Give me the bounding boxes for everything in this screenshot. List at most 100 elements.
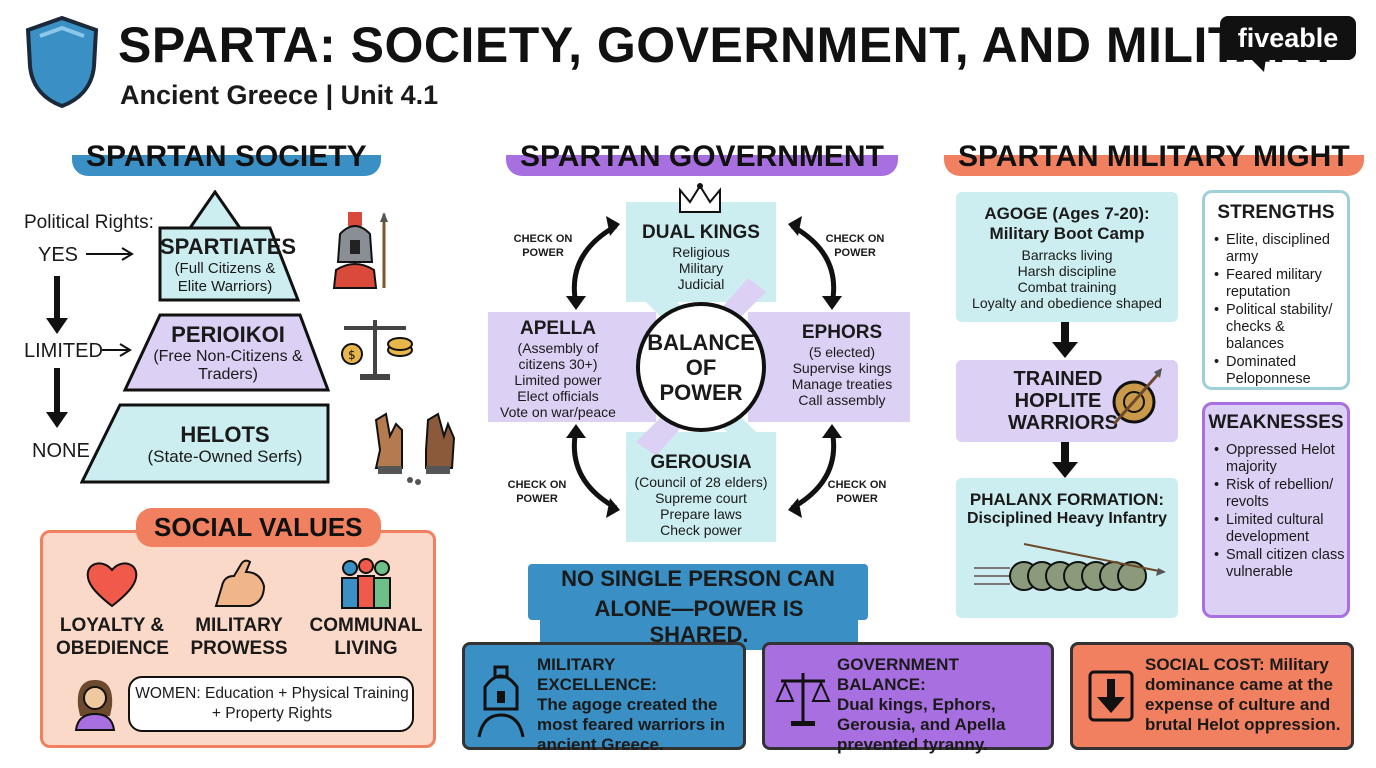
- down-arrow-icon: [1088, 670, 1134, 722]
- weaknesses-title: WEAKNESSES: [1208, 412, 1344, 433]
- group-people-icon: [341, 558, 391, 609]
- rights-level-limited: LIMITED: [24, 340, 103, 362]
- society-section-title: SPARTAN SOCIETY: [72, 138, 381, 176]
- summary-military-excellence: MILITARY EXCELLENCE: The agoge created t…: [462, 642, 746, 754]
- agoge-subtitle: Military Boot Camp: [989, 224, 1145, 243]
- shield-icon: [22, 14, 102, 110]
- gov-ephors-line: Call assembly: [798, 392, 886, 408]
- weakness-item: Oppressed Helot majority: [1214, 442, 1346, 476]
- check-arrows: [566, 216, 842, 518]
- gov-apella-name: APELLA: [520, 318, 596, 339]
- tier-name: SPARTIATES: [160, 234, 297, 259]
- gov-ephors-line: Supervise kings: [792, 360, 892, 376]
- strength-item: Political stability/ checks & balances: [1214, 302, 1346, 353]
- weakness-item: Risk of rebellion/ revolts: [1214, 477, 1346, 511]
- phalanx-title: PHALANX FORMATION:: [969, 490, 1165, 509]
- rights-level-none: NONE: [32, 440, 90, 462]
- fiveable-logo[interactable]: fiveable: [1220, 16, 1356, 60]
- gov-gerousia-name: GEROUSIA: [650, 452, 752, 473]
- value-communal-living: COMMUNAL LIVING: [309, 615, 423, 659]
- spartan-warrior-icon: [477, 665, 525, 738]
- page-title: SPARTA: SOCIETY, GOVERNMENT, AND MILITAR…: [118, 17, 1341, 73]
- gov-dual-kings-line: Judicial: [677, 276, 725, 292]
- gov-ephors: EPHORS (5 elected) Supervise kings Manag…: [772, 322, 912, 408]
- gov-dual-kings-line: Religious: [672, 244, 730, 260]
- broken-shackles-icon: [374, 412, 456, 485]
- gov-gerousia: GEROUSIA (Council of 28 elders) Supreme …: [626, 452, 776, 538]
- logo-tail: [1250, 58, 1266, 72]
- phalanx-box: PHALANX FORMATION: Disciplined Heavy Inf…: [956, 478, 1178, 618]
- agoge-line: Barracks living: [1021, 247, 1113, 263]
- gov-ephors-line: Manage treaties: [791, 376, 893, 392]
- summary-body: The agoge created the most feared warrio…: [537, 695, 726, 754]
- social-values-title: SOCIAL VALUES: [136, 508, 381, 547]
- gov-apella-line: Limited power: [514, 372, 602, 388]
- gov-apella-line: (Assembly of: [517, 340, 599, 356]
- gov-dual-kings-name: DUAL KINGS: [642, 222, 760, 243]
- balance-of-power-circle: [636, 302, 766, 432]
- tier-spartiates: SPARTIATES (Full Citizens & Elite Warrio…: [160, 234, 297, 296]
- gov-dual-kings-line: Military: [678, 260, 724, 276]
- gov-apella-line: citizens 30+): [518, 356, 598, 372]
- flexed-arm-icon: [214, 559, 266, 607]
- balance-of-power-label: BALANCE OF POWER: [647, 330, 755, 405]
- gov-apella-line: Vote on war/peace: [500, 404, 616, 420]
- tier-desc: (State-Owned Serfs): [147, 447, 303, 466]
- check-label-top-left: CHECK ON POWER: [513, 233, 573, 259]
- agoge-title: AGOGE (Ages 7-20):: [984, 204, 1150, 223]
- government-diagram-bg: [488, 202, 910, 542]
- svg-text:$: $: [348, 348, 356, 362]
- summary-social-cost: SOCIAL COST: Military dominance came at …: [1070, 642, 1354, 750]
- tier-helots: HELOTS (State-Owned Serfs): [120, 422, 330, 466]
- flow-arrow-down-icon: [1052, 442, 1078, 478]
- strengths-card: [1202, 190, 1350, 390]
- phalanx-soldiers-icon: [974, 543, 1166, 591]
- woman-avatar-icon: [74, 680, 116, 731]
- society-pyramid: [80, 190, 330, 484]
- summary-head: GOVERNMENT BALANCE:: [837, 655, 959, 694]
- heart-icon: [86, 562, 138, 608]
- balance-scale-icon: $: [341, 320, 413, 380]
- strength-item: Feared military reputation: [1214, 267, 1346, 301]
- spartan-helmet-icon: [332, 212, 388, 289]
- gov-apella-line: Elect officials: [517, 388, 599, 404]
- gov-gerousia-line: (Council of 28 elders): [634, 474, 768, 490]
- strength-item: Elite, disciplined army: [1214, 232, 1346, 266]
- no-single-ruler-banner-2: ALONE—POWER IS SHARED.: [540, 594, 858, 650]
- weakness-item: Limited cultural development: [1214, 512, 1346, 546]
- gov-ephors-name: EPHORS: [801, 322, 883, 343]
- shield-spear-icon: [1112, 368, 1162, 425]
- page-subtitle: Ancient Greece | Unit 4.1: [120, 80, 439, 110]
- weakness-item: Small citizen class vulnerable: [1214, 547, 1346, 581]
- value-military-prowess: MILITARY PROWESS: [190, 615, 288, 659]
- summary-body: Military dominance came at the expense o…: [1145, 655, 1341, 734]
- strength-item: Dominated Peloponnese: [1214, 354, 1346, 388]
- tier-desc: (Full Citizens & Elite Warriors): [174, 260, 276, 295]
- agoge-line: Harsh discipline: [1017, 263, 1117, 279]
- summary-head: MILITARY EXCELLENCE:: [537, 655, 657, 694]
- gov-apella: APELLA (Assembly of citizens 30+) Limite…: [486, 318, 630, 420]
- weaknesses-list: Oppressed Helot majority Risk of rebelli…: [1214, 442, 1346, 582]
- agoge-line: Combat training: [1017, 279, 1117, 295]
- summary-government-balance: GOVERNMENT BALANCE: Dual kings, Ephors, …: [762, 642, 1054, 754]
- scales-icon: [775, 673, 831, 726]
- tier-name: PERIOIKOI: [171, 322, 285, 347]
- strengths-title: STRENGTHS: [1217, 202, 1335, 223]
- gov-gerousia-line: Check power: [660, 522, 742, 538]
- crown-icon: [679, 183, 721, 213]
- tier-perioikoi: PERIOIKOI (Free Non-Citizens & Traders): [148, 322, 308, 384]
- military-section-title: SPARTAN MILITARY MIGHT: [944, 138, 1364, 176]
- rights-arrows: [46, 247, 134, 428]
- government-section-title: SPARTAN GOVERNMENT: [506, 138, 898, 176]
- gov-dual-kings: DUAL KINGS Religious Military Judicial: [628, 222, 774, 292]
- rights-heading: Political Rights:: [24, 212, 154, 233]
- agoge-box: AGOGE (Ages 7-20): Military Boot Camp Ba…: [956, 192, 1178, 322]
- gov-gerousia-line: Prepare laws: [660, 506, 742, 522]
- tier-desc: (Free Non-Citizens & Traders): [153, 348, 303, 383]
- summary-body: Dual kings, Ephors, Gerousia, and Apella…: [837, 695, 1006, 754]
- check-label-top-right: CHECK ON POWER: [825, 233, 885, 259]
- trained-hoplite-text: TRAINED HOPLITE WARRIORS: [1008, 368, 1118, 434]
- summary-head: SOCIAL COST:: [1145, 655, 1265, 674]
- gov-ephors-line: (5 elected): [808, 344, 876, 360]
- check-label-bottom-right: CHECK ON POWER: [827, 479, 887, 505]
